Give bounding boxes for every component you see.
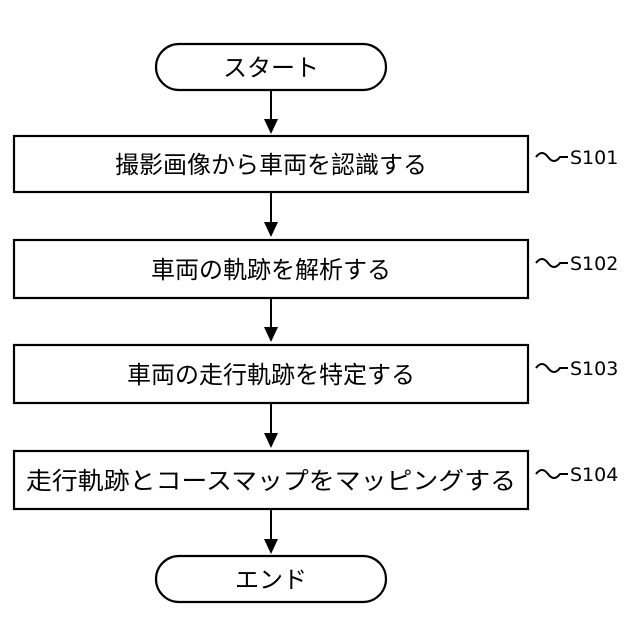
step-id: S101: [570, 147, 618, 169]
step-id: S103: [570, 358, 618, 380]
step-label: 撮影画像から車両を認識する: [115, 151, 427, 179]
end-label: エンド: [235, 566, 307, 594]
step-s102: 車両の軌跡を解析する S102: [14, 240, 618, 298]
step-leader-line: [536, 470, 568, 478]
end-terminator: エンド: [156, 556, 386, 602]
step-s103: 車両の走行軌跡を特定する S103: [14, 345, 618, 403]
step-leader-line: [536, 259, 568, 267]
step-label: 走行軌跡とコースマップをマッピングする: [26, 467, 516, 495]
arrow-s103-to-s104: [264, 403, 278, 448]
arrow-s102-to-s103: [264, 298, 278, 342]
step-leader-line: [536, 364, 568, 372]
step-s101: 撮影画像から車両を認識する S101: [14, 136, 618, 192]
step-id: S104: [570, 464, 618, 486]
arrow-start-to-s101: [264, 90, 278, 134]
step-s104: 走行軌跡とコースマップをマッピングする S104: [14, 451, 618, 509]
arrow-s104-to-end: [264, 509, 278, 554]
step-id: S102: [570, 253, 618, 275]
step-label: 車両の軌跡を解析する: [151, 256, 391, 284]
start-terminator: スタート: [156, 44, 386, 90]
start-label: スタート: [223, 54, 319, 82]
step-leader-line: [536, 153, 568, 161]
step-label: 車両の走行軌跡を特定する: [127, 361, 415, 389]
arrow-s101-to-s102: [264, 192, 278, 237]
